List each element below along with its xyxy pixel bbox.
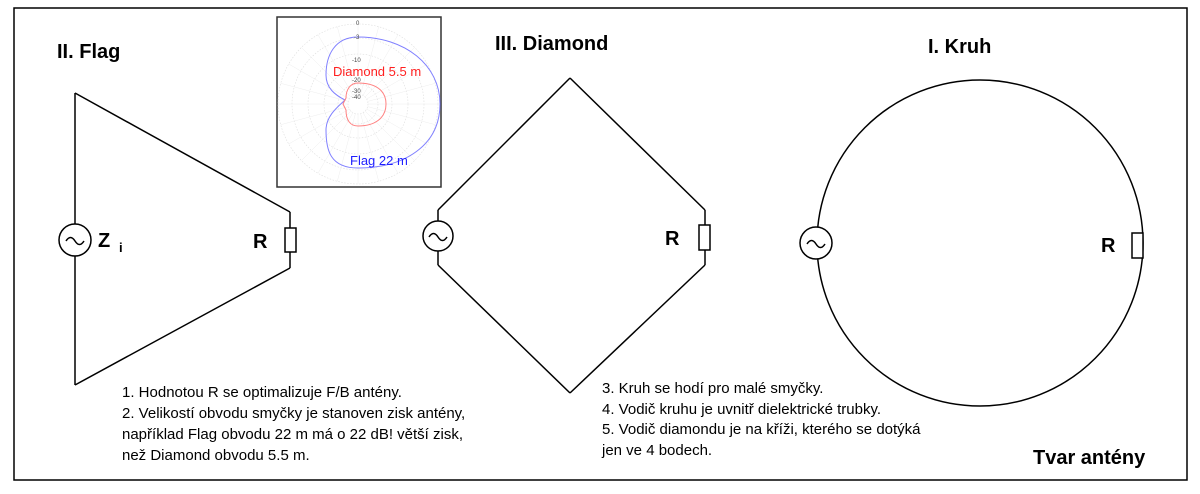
notes-left: 1. Hodnotou R se optimalizuje F/B antény… bbox=[122, 384, 465, 464]
kruh-resistor-label: R bbox=[1101, 235, 1116, 257]
polar-grid-spoke bbox=[317, 112, 354, 174]
polar-grid-spoke bbox=[366, 63, 428, 100]
note-line: než Diamond obvodu 5.5 m. bbox=[122, 447, 310, 464]
notes-right: 3. Kruh se hodí pro malé smyčky. 4. Vodi… bbox=[601, 380, 921, 459]
note-line: například Flag obvodu 22 m má o 22 dB! v… bbox=[122, 426, 463, 443]
main-title: Tvar antény bbox=[1033, 447, 1146, 469]
polar-grid-spoke bbox=[280, 106, 349, 125]
flag-resistor-label: R bbox=[253, 231, 268, 253]
resistor-icon bbox=[1131, 232, 1144, 259]
polar-grid-spoke bbox=[367, 83, 436, 102]
tick-3: -3 bbox=[354, 35, 360, 41]
impedance-subscript: i bbox=[119, 240, 123, 255]
note-line: 4. Vodič kruhu je uvnitř dielektrické tr… bbox=[602, 401, 881, 418]
flag-antenna bbox=[58, 92, 297, 386]
tick-20: -20 bbox=[352, 78, 361, 84]
tick-10: -10 bbox=[352, 58, 361, 64]
circle-antenna bbox=[799, 79, 1144, 407]
note-line: 2. Velikostí obvodu smyčky je stanoven z… bbox=[122, 405, 465, 422]
tick-30: -30 bbox=[352, 89, 361, 95]
flag-pattern-curve bbox=[325, 36, 441, 169]
resistor-icon bbox=[284, 227, 297, 253]
note-line: 1. Hodnotou R se optimalizuje F/B antény… bbox=[122, 384, 402, 401]
polar-grid-spoke bbox=[364, 47, 415, 98]
polar-grid-spoke bbox=[280, 83, 349, 102]
polar-grid-spoke bbox=[364, 110, 415, 161]
tick-0: 0 bbox=[356, 21, 360, 27]
flag-title: II. Flag bbox=[57, 41, 120, 63]
diamond-resistor-label: R bbox=[665, 228, 680, 250]
polar-grid-spoke bbox=[288, 63, 350, 100]
diamond-title: III. Diamond bbox=[495, 33, 608, 55]
outer-frame bbox=[13, 7, 1188, 481]
diamond-pattern-label: Diamond 5.5 m bbox=[333, 64, 421, 79]
diamond-antenna bbox=[422, 77, 711, 394]
polar-grid-spoke bbox=[337, 26, 356, 95]
impedance-label: Z bbox=[98, 230, 110, 252]
diamond-pattern-curve bbox=[342, 82, 387, 127]
note-line: 5. Vodič diamondu je na kříži, kterého s… bbox=[602, 421, 921, 438]
polar-grid-spoke bbox=[366, 108, 428, 145]
polar-grid-spoke bbox=[360, 113, 379, 182]
resistor-icon bbox=[698, 224, 711, 251]
polar-grid-spoke bbox=[317, 34, 354, 96]
polar-plot-inset: 0 -3 -10 -20 -30 -40 Diamond 5.5 m Flag … bbox=[276, 16, 442, 188]
kruh-title: I. Kruh bbox=[928, 36, 991, 58]
polar-grid-spoke bbox=[362, 34, 399, 96]
polar-grid-spoke bbox=[288, 108, 350, 145]
polar-grid-spoke bbox=[367, 106, 436, 125]
note-line: 3. Kruh se hodí pro malé smyčky. bbox=[602, 380, 823, 397]
note-line: jen ve 4 bodech. bbox=[601, 442, 712, 459]
flag-pattern-label: Flag 22 m bbox=[350, 153, 408, 168]
tick-40: -40 bbox=[352, 95, 361, 101]
